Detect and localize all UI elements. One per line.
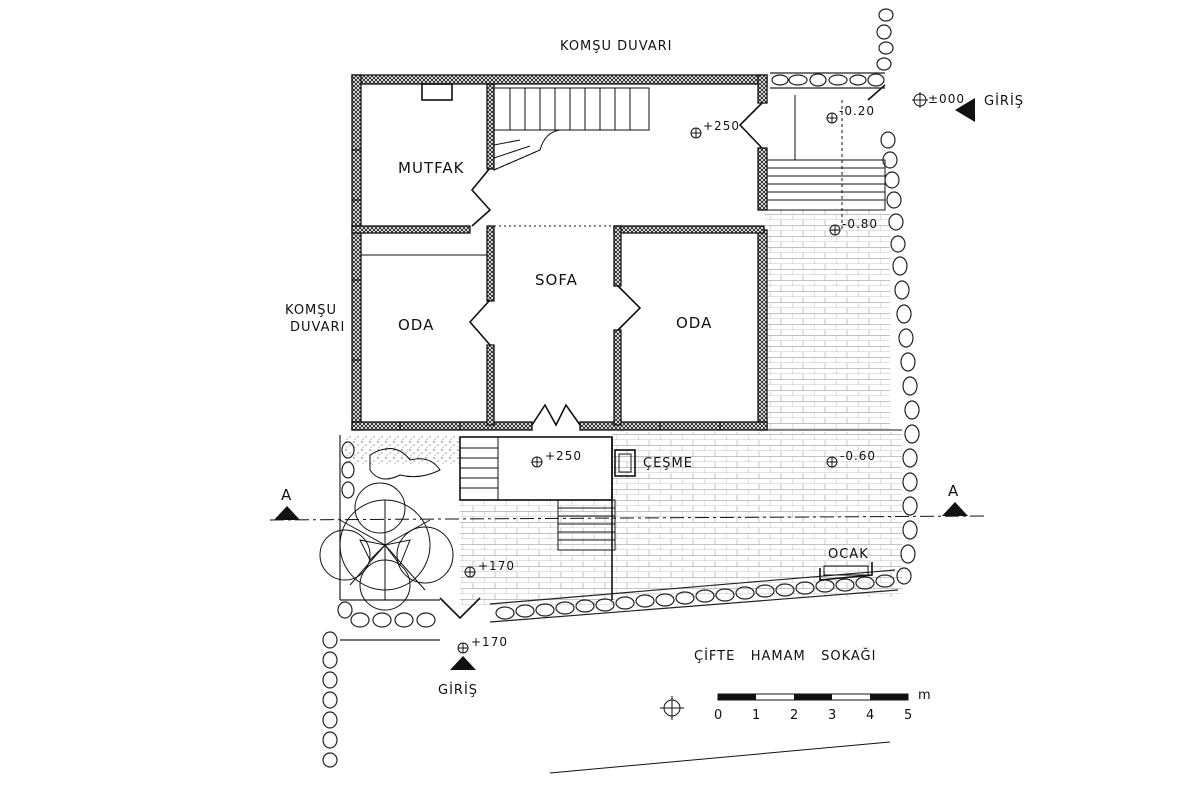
scale-tick-4: 4 <box>866 708 875 723</box>
fountain-label: ÇEŞME <box>643 456 693 471</box>
section-left-label: A <box>281 486 292 504</box>
upper-hall-level: +250 <box>703 119 740 133</box>
scale-unit: m <box>918 688 932 703</box>
left-neighbor-wall-label-2: DUVARI <box>290 320 345 335</box>
entry-stair <box>766 95 886 230</box>
street-entry-level: +170 <box>471 635 508 649</box>
scale-tick-2: 2 <box>790 708 799 723</box>
scale-tick-1: 1 <box>752 708 761 723</box>
left-neighbor-wall-label-1: KOMŞU <box>285 303 337 318</box>
scale-bar <box>717 693 909 701</box>
scale-tick-3: 3 <box>828 708 837 723</box>
porch-level: +250 <box>545 449 582 463</box>
windows <box>352 83 721 430</box>
entrance-right-label: GİRİŞ <box>984 93 1024 109</box>
porch <box>459 436 636 600</box>
level-markers <box>450 92 975 720</box>
room-right-label: ODA <box>676 314 712 332</box>
entrance-bottom-label: GİRİŞ <box>438 682 478 698</box>
hall-label: SOFA <box>535 271 578 289</box>
courtyard-level: -0.60 <box>840 449 876 463</box>
street-label: ÇİFTE HAMAM SOKAĞI <box>694 648 876 664</box>
garden-level: +170 <box>478 559 515 573</box>
stair-top-level: -0.20 <box>839 104 875 118</box>
scale-tick-5: 5 <box>904 708 913 723</box>
kitchen-label: MUTFAK <box>398 159 465 177</box>
stair-bottom-level: -0.80 <box>842 217 878 231</box>
hearth <box>819 562 873 581</box>
entrance-datum-level: ±000 <box>928 92 965 106</box>
room-left-label: ODA <box>398 316 434 334</box>
tree <box>319 448 454 611</box>
hearth-label: OCAK <box>828 547 869 562</box>
internal-stair <box>493 87 650 171</box>
paved-areas <box>345 210 902 605</box>
section-right-label: A <box>948 482 959 500</box>
scale-tick-0: 0 <box>714 708 723 723</box>
section-line <box>269 502 986 521</box>
top-neighbor-wall-label: KOMŞU DUVARI <box>560 39 673 54</box>
stone-walls <box>322 8 920 768</box>
house-walls <box>351 74 768 431</box>
